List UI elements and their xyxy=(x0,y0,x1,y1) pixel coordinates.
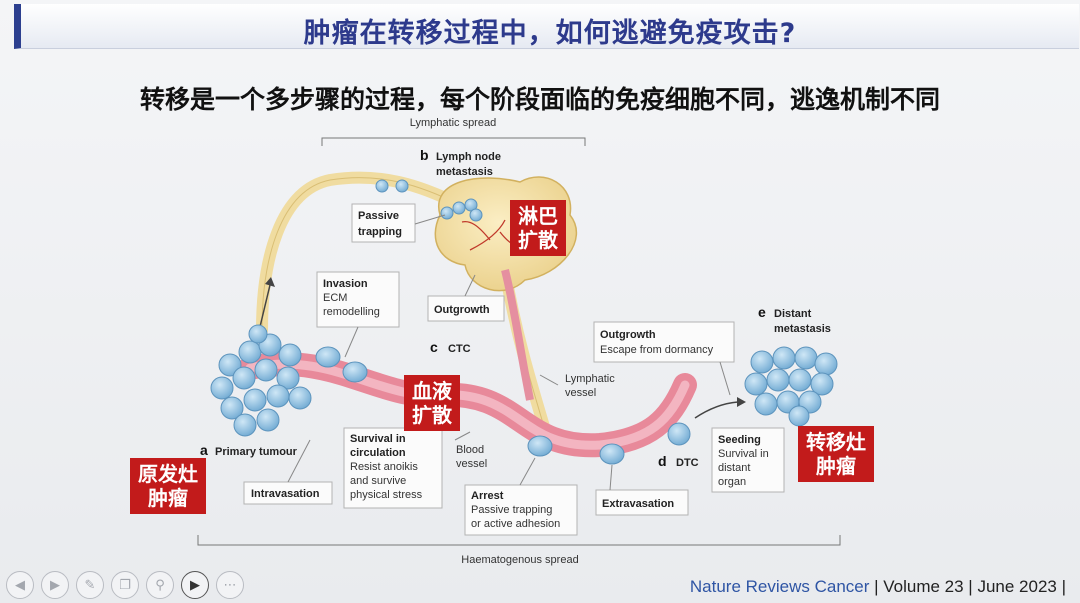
seeding-arrow-icon xyxy=(694,401,739,419)
invasion-1: ECM xyxy=(323,292,347,304)
citation-footer: Nature Reviews Cancer | Volume 23 | June… xyxy=(690,577,1066,597)
lymphatic-vessel-2: vessel xyxy=(565,387,596,399)
passive-trapping-1: Passive xyxy=(358,210,399,222)
leader-lines xyxy=(287,214,731,491)
arrest-title: Arrest xyxy=(471,490,504,502)
lymphatic-vessel-1: Lymphatic xyxy=(565,373,615,385)
distant-metastasis-cluster xyxy=(744,346,838,427)
stage-d-letter: d xyxy=(658,453,667,469)
more-icon[interactable]: ⋯ xyxy=(216,571,244,599)
primary-tumour-tag: 原发灶 肿瘤 xyxy=(130,458,206,514)
ctc-cells xyxy=(315,346,691,465)
video-icon[interactable]: ▶ xyxy=(181,571,209,599)
blood-vessel-2: vessel xyxy=(456,458,487,470)
trapped-cells xyxy=(375,179,483,222)
outgrowth-box xyxy=(593,321,735,363)
seeding-2: distant xyxy=(718,462,750,474)
survival-box xyxy=(343,427,443,509)
stage-b-line1: Lymph node xyxy=(436,151,501,163)
outgrowth-ln-label: Outgrowth xyxy=(434,304,490,316)
seeding-1: Survival in xyxy=(718,448,769,460)
arrest-2: or active adhesion xyxy=(471,518,560,530)
slide-title: 肿瘤在转移过程中，如何逃避免疫攻击? xyxy=(303,18,797,49)
pen-icon[interactable]: ✎ xyxy=(76,571,104,599)
survival-2: and survive xyxy=(350,475,406,487)
stage-e-letter: e xyxy=(758,304,766,320)
seeding-title: Seeding xyxy=(718,434,761,446)
extravasation-label: Extravasation xyxy=(602,498,674,510)
stage-c-label: CTC xyxy=(448,343,471,355)
haematogenous-spread-bracket: Haematogenous spread xyxy=(197,535,841,566)
primary-tumour-cluster xyxy=(210,324,312,437)
prev-icon[interactable]: ◀ xyxy=(6,571,34,599)
blood-vessel-1: Blood xyxy=(456,444,484,456)
lymphatic-spread-label: Lymphatic spread xyxy=(410,117,496,129)
invasion-box xyxy=(316,271,400,328)
outgrowth-title: Outgrowth xyxy=(600,329,656,341)
extravasation-box xyxy=(595,489,689,516)
survival-title-1: Survival in xyxy=(350,433,406,445)
stage-d-label: DTC xyxy=(676,457,699,469)
title-bar: 肿瘤在转移过程中，如何逃避免疫攻击? xyxy=(14,4,1079,49)
presentation-controls: ◀ ▶ ✎ ❐ ⚲ ▶ ⋯ xyxy=(6,571,244,599)
seeding-box xyxy=(711,427,785,493)
metastasis-tumour-tag: 转移灶 肿瘤 xyxy=(798,426,874,482)
survival-1: Resist anoikis xyxy=(350,461,418,473)
arrest-1: Passive trapping xyxy=(471,504,552,516)
blood-spread-tag: 血液 扩散 xyxy=(404,375,460,431)
intravasation-label: Intravasation xyxy=(251,488,320,500)
stage-a-label: Primary tumour xyxy=(215,446,298,458)
stage-b-line2: metastasis xyxy=(436,166,493,178)
stage-c-letter: c xyxy=(430,339,438,355)
outgrowth-sub: Escape from dormancy xyxy=(600,344,714,356)
volume-info: | Volume 23 | June 2023 | xyxy=(869,577,1066,596)
copy-icon[interactable]: ❐ xyxy=(111,571,139,599)
survival-3: physical stress xyxy=(350,489,423,501)
stage-e-line2: metastasis xyxy=(774,323,831,335)
survival-title-2: circulation xyxy=(350,447,406,459)
journal-name: Nature Reviews Cancer xyxy=(689,577,870,596)
invasion-2: remodelling xyxy=(323,306,380,318)
outgrowth-ln-box xyxy=(427,295,505,322)
lymphatic-spread-bracket: Lymphatic spread xyxy=(321,117,586,146)
zoom-icon[interactable]: ⚲ xyxy=(146,571,174,599)
next-icon[interactable]: ▶ xyxy=(41,571,69,599)
invasion-title: Invasion xyxy=(323,278,368,290)
lymph-spread-tag: 淋巴 扩散 xyxy=(510,200,566,256)
seeding-3: organ xyxy=(718,476,746,488)
slide-subtitle: 转移是一个多步骤的过程，每个阶段面临的免疫细胞不同，逃逸机制不同 xyxy=(139,85,940,114)
stage-a-letter: a xyxy=(200,442,208,458)
stage-e-line1: Distant xyxy=(774,308,812,320)
passive-trapping-2: trapping xyxy=(358,226,402,238)
haematogenous-spread-label: Haematogenous spread xyxy=(461,554,578,566)
arrest-box xyxy=(464,484,578,536)
stage-b-letter: b xyxy=(420,147,429,163)
passive-trapping-box xyxy=(351,203,416,243)
